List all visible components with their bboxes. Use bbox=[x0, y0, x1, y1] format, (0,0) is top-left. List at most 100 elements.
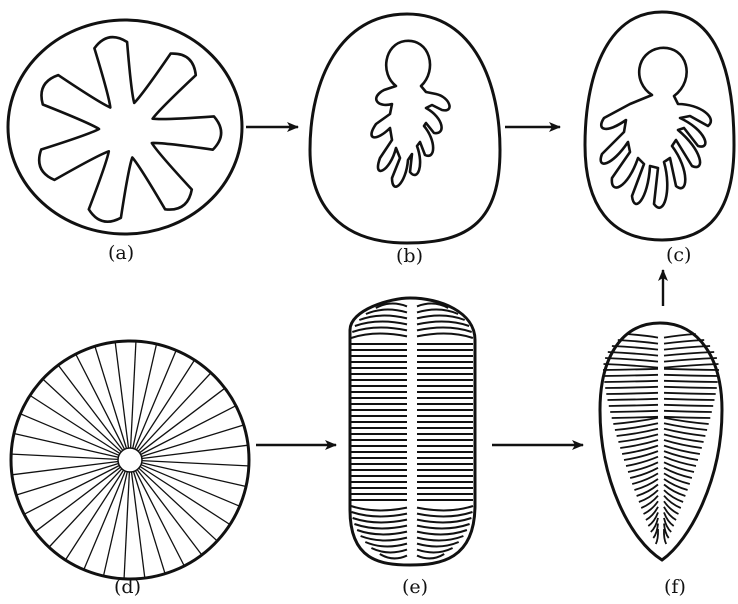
panel-d-ray bbox=[15, 434, 118, 458]
panel-e-stripe bbox=[352, 512, 408, 516]
panel-f-label: (f) bbox=[664, 576, 686, 598]
panel-d-ray bbox=[138, 374, 210, 452]
panel-e-stripe bbox=[380, 554, 407, 558]
panel-d-ray bbox=[135, 351, 176, 449]
panel-d-ray bbox=[21, 414, 119, 455]
panel-f-stripe bbox=[612, 417, 658, 418]
panel-f-stripe bbox=[604, 364, 659, 368]
panel-f-stripe bbox=[634, 479, 658, 490]
panel-d-ray bbox=[137, 361, 195, 450]
panel-e-stripe bbox=[417, 518, 471, 522]
panel-f-stripe bbox=[603, 369, 658, 370]
panel-b bbox=[310, 14, 500, 243]
panel-e-stripe bbox=[352, 328, 407, 332]
panel-b-outline bbox=[310, 14, 500, 243]
panel-e-stripe bbox=[354, 524, 407, 528]
panel-e-stripe bbox=[417, 536, 463, 540]
panel-f-stripe bbox=[664, 423, 707, 430]
panel-f-stripe bbox=[604, 375, 659, 376]
panel-f-stripe bbox=[664, 364, 719, 368]
panel-e-stripe bbox=[361, 536, 407, 540]
panel-e-stripe bbox=[353, 518, 407, 522]
panel-f-stripe bbox=[664, 393, 716, 394]
panel-c-branched-shape bbox=[601, 48, 711, 208]
panel-d-ray bbox=[124, 472, 129, 578]
panel-f-stripe bbox=[664, 340, 704, 344]
panel-d-ray bbox=[136, 471, 184, 565]
panel-f-stripe bbox=[664, 381, 718, 382]
panel-c-label: (c) bbox=[666, 244, 691, 266]
panel-a-label: (a) bbox=[108, 242, 134, 264]
panel-f-stripe bbox=[664, 405, 713, 406]
panel-f-stripe bbox=[605, 387, 658, 388]
panel-b-label: (b) bbox=[396, 245, 423, 267]
panel-d-ray bbox=[84, 471, 125, 569]
panel-a-star-shape bbox=[39, 37, 221, 222]
panel-d-ray bbox=[59, 366, 123, 451]
panel-e-stripe bbox=[417, 548, 453, 552]
panel-e-stripe bbox=[417, 328, 472, 332]
panel-d-center bbox=[118, 448, 142, 472]
panel-a bbox=[8, 20, 242, 234]
panel-e-stripe bbox=[351, 506, 407, 510]
panel-d-label: (d) bbox=[114, 576, 141, 598]
panel-f-stripe bbox=[608, 399, 659, 400]
panel-e-stripe bbox=[357, 530, 407, 534]
panel-f-stripe bbox=[664, 417, 710, 418]
panel-f-stripe bbox=[664, 399, 715, 400]
panel-e-stripe bbox=[417, 322, 469, 326]
panel-e-stripe bbox=[417, 334, 473, 338]
panel-d-ray bbox=[44, 380, 122, 452]
panel-d-ray bbox=[76, 355, 124, 449]
panel-d-ray bbox=[140, 467, 229, 525]
panel-f-stripe bbox=[664, 334, 696, 338]
panel-f-stripes bbox=[603, 334, 719, 544]
panel-d-ray bbox=[140, 389, 225, 453]
panel-d-ray bbox=[141, 406, 235, 454]
panel-f-stripe bbox=[604, 381, 658, 382]
panel-e bbox=[350, 298, 475, 565]
panel-b-branched-shape bbox=[372, 41, 450, 187]
panel-e-outline bbox=[350, 298, 475, 565]
panel-e-stripe bbox=[417, 542, 459, 546]
panel-e-stripe bbox=[417, 554, 444, 558]
panel-f-stripe bbox=[664, 346, 710, 350]
panel-f-stripe bbox=[664, 369, 719, 370]
panel-d-ray bbox=[31, 396, 120, 454]
panel-f-stripe bbox=[618, 340, 658, 344]
panel-f-stripe bbox=[664, 375, 719, 376]
panel-d-ray bbox=[50, 469, 122, 547]
panel-e-stripe bbox=[417, 512, 473, 516]
panel-d-ray bbox=[131, 342, 136, 448]
panel-d-ray bbox=[133, 345, 157, 448]
panel-f bbox=[600, 323, 722, 560]
panel-d-ray bbox=[25, 466, 119, 514]
panel-d-ray bbox=[141, 465, 239, 506]
panel-f-stripe bbox=[606, 393, 658, 394]
panel-e-stripe bbox=[359, 316, 407, 320]
panel-e-stripe bbox=[417, 506, 473, 510]
panel-e-stripe bbox=[366, 310, 407, 314]
panel-d-ray bbox=[142, 463, 245, 487]
panel-f-stripe bbox=[612, 346, 658, 350]
panel-e-stripe bbox=[365, 542, 407, 546]
panel-d-ray bbox=[36, 467, 121, 531]
panel-e-stripe bbox=[417, 524, 470, 528]
panel-f-stripe bbox=[664, 352, 714, 356]
panel-d-ray bbox=[66, 470, 124, 559]
panel-e-label: (e) bbox=[402, 576, 428, 598]
panel-f-stripe bbox=[615, 423, 658, 430]
panel-d bbox=[11, 341, 249, 579]
panel-d-ray bbox=[104, 472, 128, 575]
panel-e-stripe bbox=[355, 322, 407, 326]
panel-a-outline bbox=[8, 20, 242, 234]
panel-f-stripe bbox=[664, 387, 717, 388]
panel-f-stripe bbox=[608, 352, 658, 356]
panel-c bbox=[585, 12, 734, 240]
panel-e-stripe bbox=[417, 530, 467, 534]
panel-e-stripe bbox=[417, 310, 458, 314]
panel-f-stripe bbox=[610, 411, 658, 412]
panel-f-stripe bbox=[664, 479, 688, 490]
